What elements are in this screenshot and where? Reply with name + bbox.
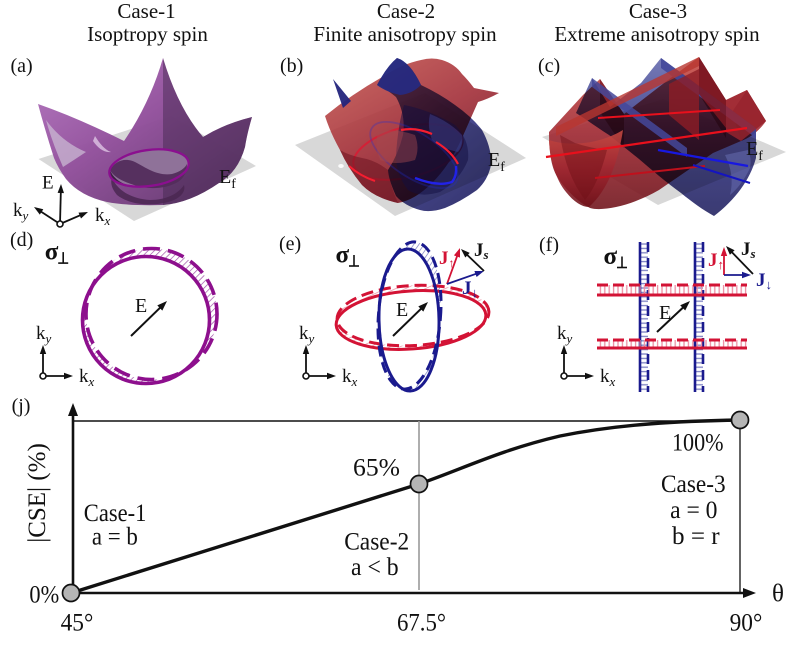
svg-text:0%: 0% <box>29 581 59 608</box>
svg-text:|CSE| (%): |CSE| (%) <box>24 443 51 543</box>
svg-text:Case-2: Case-2 <box>377 0 435 23</box>
svg-text:Extreme anisotropy spin: Extreme anisotropy spin <box>554 22 760 46</box>
svg-text:(j): (j) <box>12 395 31 417</box>
svg-text:E: E <box>135 295 147 317</box>
svg-text:(e): (e) <box>279 233 301 255</box>
svg-text:Case-2: Case-2 <box>344 529 409 556</box>
svg-text:(b): (b) <box>280 55 303 77</box>
svg-text:E: E <box>659 302 671 324</box>
svg-text:a = 0: a = 0 <box>670 497 717 524</box>
svg-text:(a): (a) <box>11 55 33 77</box>
svg-text:Finite anisotropy spin: Finite anisotropy spin <box>313 22 497 46</box>
svg-text:Case-3: Case-3 <box>661 471 726 498</box>
svg-text:θ: θ <box>772 581 784 608</box>
svg-text:a < b: a < b <box>351 554 399 581</box>
svg-text:E: E <box>396 299 408 321</box>
svg-text:(c): (c) <box>538 55 560 77</box>
svg-text:45°: 45° <box>61 610 94 637</box>
svg-text:σ: σ <box>45 239 59 266</box>
svg-text:Isoptropy spin: Isoptropy spin <box>87 22 208 46</box>
svg-text:σ: σ <box>604 243 618 270</box>
svg-text:σ: σ <box>336 242 350 269</box>
svg-text:Case-3: Case-3 <box>629 0 687 23</box>
svg-text:65%: 65% <box>353 455 400 482</box>
svg-text:(f): (f) <box>539 234 559 256</box>
svg-text:b = r: b = r <box>672 523 720 550</box>
svg-text:67.5°: 67.5° <box>397 610 446 637</box>
svg-text:90°: 90° <box>730 610 763 637</box>
svg-text:Case-1: Case-1 <box>117 0 175 23</box>
svg-text:(d): (d) <box>10 229 33 251</box>
svg-text:100%: 100% <box>672 430 724 457</box>
svg-text:Case-1: Case-1 <box>84 500 147 527</box>
svg-text:E: E <box>42 173 54 194</box>
svg-text:a = b: a = b <box>92 524 138 551</box>
